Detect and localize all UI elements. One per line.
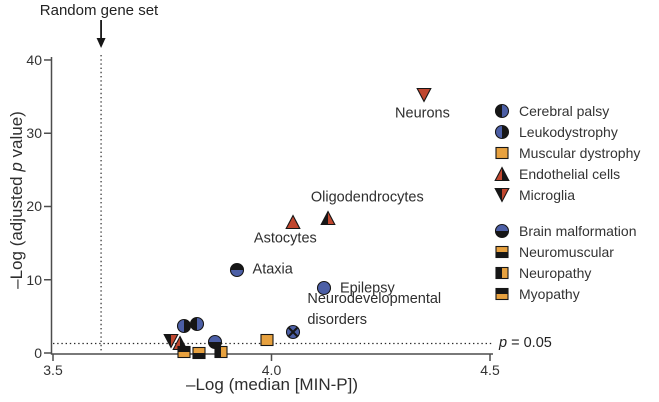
legend-item-brain-malformation: Brain malformation — [494, 220, 637, 241]
label-neurons: Neurons — [395, 105, 450, 122]
label-neurodevelopmental-disorders: Neurodevelopmental disorders — [307, 290, 442, 328]
legend-item-microglia: Microglia — [494, 184, 640, 205]
legend-label-brain-malformation: Brain malformation — [519, 222, 637, 239]
muscular-dystrophy-legend-marker — [494, 145, 510, 161]
point-neurodevelopmental-disorders — [285, 324, 301, 340]
point-muscular-dystrophy — [259, 332, 275, 348]
legend-item-endothelial-cells: Endothelial cells — [494, 163, 640, 184]
x-axis-title: –Log (median [MIN-P]) — [186, 375, 358, 394]
legend-item-cerebral-palsy: Cerebral palsy — [494, 100, 640, 121]
legend-label-neuromuscular: Neuromuscular — [519, 243, 614, 260]
legend-label-endothelial-cells: Endothelial cells — [519, 165, 621, 182]
x-tick-label: 4.5 — [480, 362, 500, 378]
label-oligodendrocytes: Oligodendrocytes — [310, 189, 424, 206]
brain-malformation-legend-marker — [494, 223, 510, 239]
y-tick-label: 0 — [34, 345, 42, 361]
point-brain-malformation — [207, 334, 223, 350]
point-myopathy — [176, 344, 192, 360]
point-oligodendrocytes — [320, 210, 337, 226]
y-tick-label: 10 — [26, 271, 42, 288]
neuropathy-legend-marker — [494, 265, 510, 281]
y-tick-label: 30 — [26, 125, 42, 142]
legend-label-microglia: Microglia — [519, 186, 576, 203]
x-tick-label: 3.5 — [43, 362, 63, 378]
neuromuscular-legend-marker — [494, 244, 510, 260]
legend-label-cerebral-palsy: Cerebral palsy — [519, 102, 610, 119]
label-epilepsy: Epilepsy — [339, 280, 395, 297]
legend-label-neuropathy: Neuropathy — [519, 264, 592, 281]
legend-item-leukodystrophy: Leukodystrophy — [494, 121, 640, 142]
p-threshold-label: p = 0.05 — [499, 335, 552, 351]
cerebral-palsy-legend-marker — [494, 103, 510, 119]
x-tick-label: 4.0 — [261, 362, 282, 378]
point-ataxia — [229, 262, 245, 278]
microglia-legend-marker — [494, 187, 510, 203]
label-astrocytes: Astocytes — [253, 230, 317, 247]
p-threshold-rest: = 0.05 — [507, 335, 552, 351]
point-neuropathy — [213, 344, 229, 360]
legend-label-leukodystrophy: Leukodystrophy — [519, 123, 618, 140]
legend-item-myopathy: Myopathy — [494, 283, 637, 304]
legend-item-neuropathy: Neuropathy — [494, 262, 637, 283]
y-tick-label: 40 — [26, 51, 42, 68]
legend-label-muscular-dystrophy: Muscular dystrophy — [519, 144, 641, 161]
point-cerebral-palsy — [189, 316, 205, 332]
random-gene-set-label: Random gene set — [39, 2, 159, 19]
endothelial-cells-legend-marker — [494, 165, 510, 182]
y-tick-label: 20 — [26, 198, 42, 215]
point-astrocytes — [285, 214, 302, 230]
leukodystrophy-legend-marker — [494, 124, 510, 140]
legend-label-myopathy: Myopathy — [519, 285, 580, 302]
point-neuromuscular — [191, 345, 207, 361]
random-gene-set-arrow-head — [96, 38, 106, 48]
legend-item-neuromuscular: Neuromuscular — [494, 241, 637, 262]
y-axis-title-italic-p: p — [7, 162, 26, 172]
point-epilepsy — [316, 280, 332, 296]
legend-item-muscular-dystrophy: Muscular dystrophy — [494, 142, 640, 163]
point-neurons — [416, 87, 433, 103]
p-threshold-italic: p — [499, 335, 508, 351]
label-ataxia: Ataxia — [252, 261, 293, 278]
myopathy-legend-marker — [494, 286, 510, 302]
point-microglia — [163, 333, 179, 349]
